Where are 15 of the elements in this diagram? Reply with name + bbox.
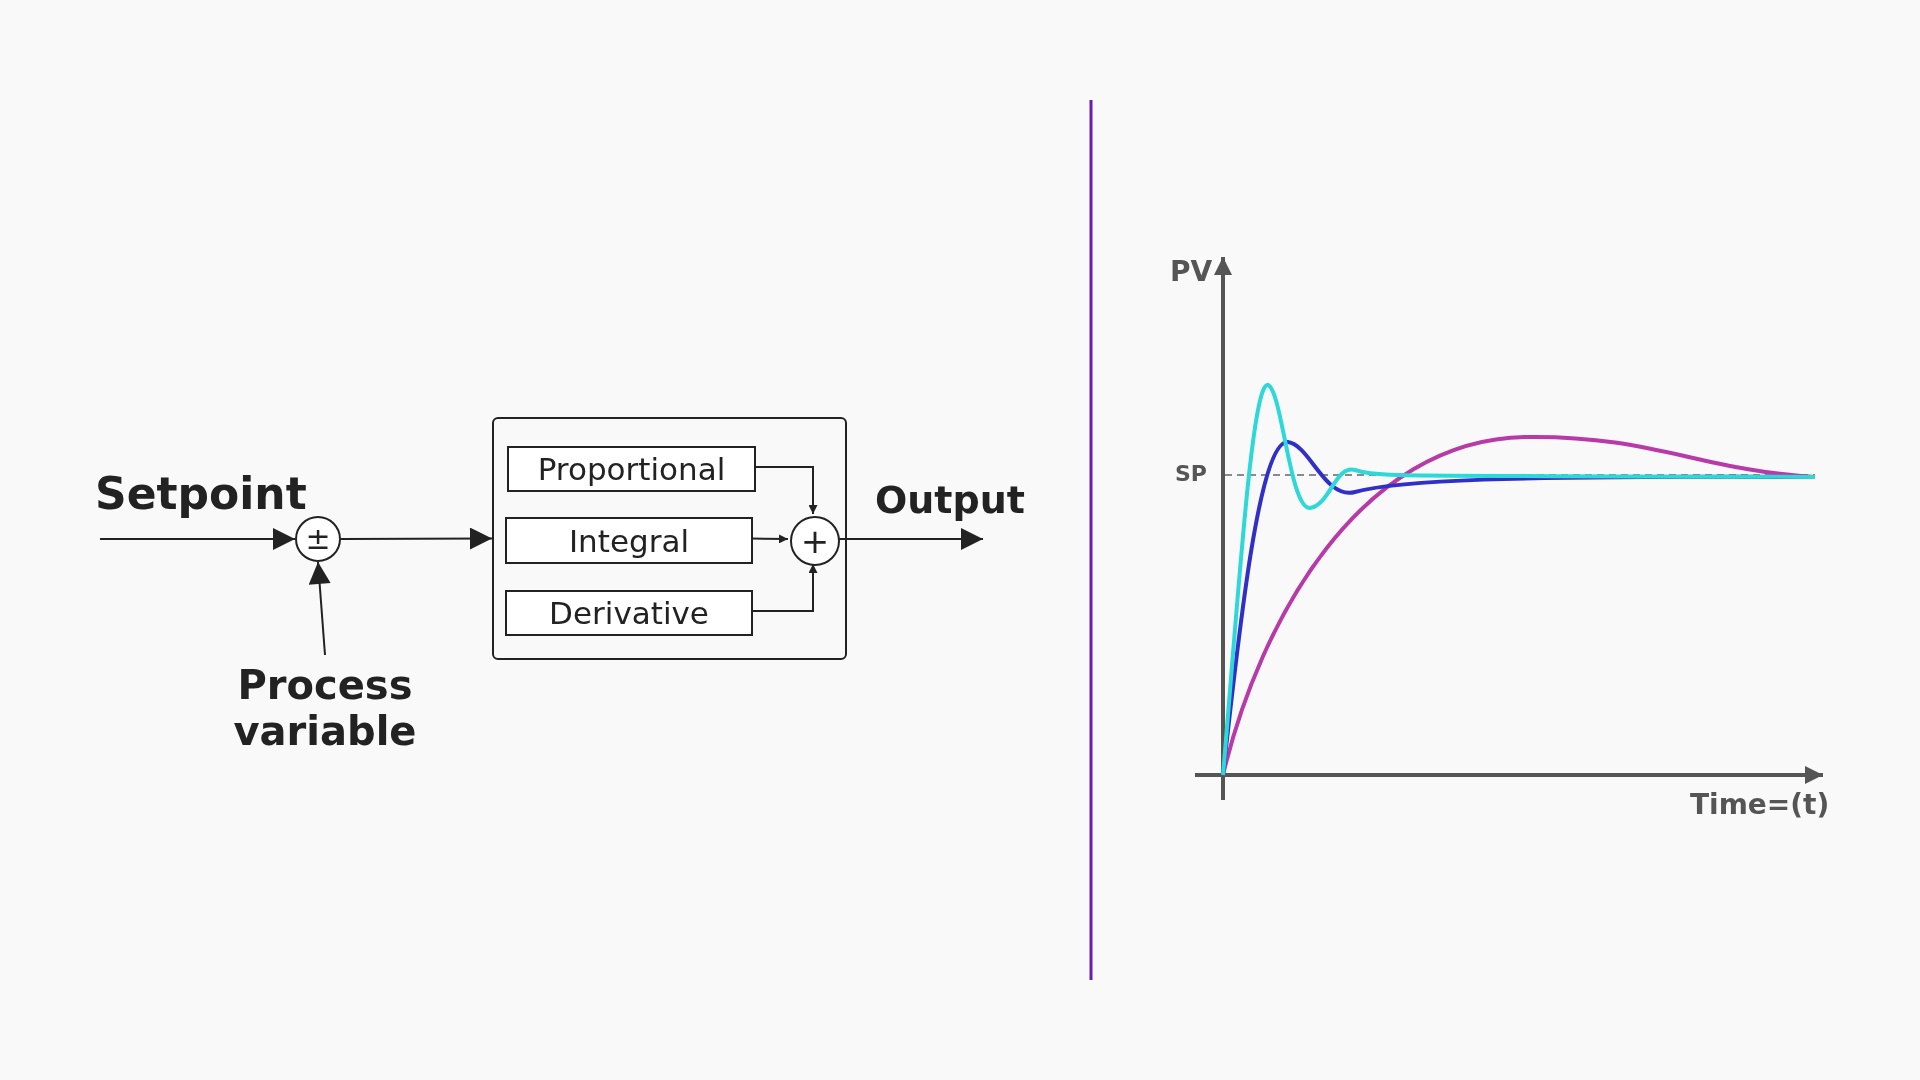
edge-label: Output	[875, 478, 1025, 522]
summing-junction: +	[790, 516, 840, 566]
controller-box	[492, 417, 847, 660]
axis-label: Time=(t)	[1690, 788, 1830, 821]
arrow	[99, 528, 296, 550]
setpoint-label: SP	[1175, 461, 1207, 486]
summing-junction: ±	[295, 516, 341, 562]
axis-label: PV	[1170, 255, 1213, 288]
edge-label: Setpoint	[95, 468, 307, 519]
process-box: Integral	[505, 517, 753, 564]
input-label: Process variable	[225, 655, 425, 760]
process-box: Derivative	[505, 590, 753, 636]
arrow	[308, 561, 331, 656]
arrow	[340, 527, 493, 550]
process-box: Proportional	[507, 446, 756, 492]
